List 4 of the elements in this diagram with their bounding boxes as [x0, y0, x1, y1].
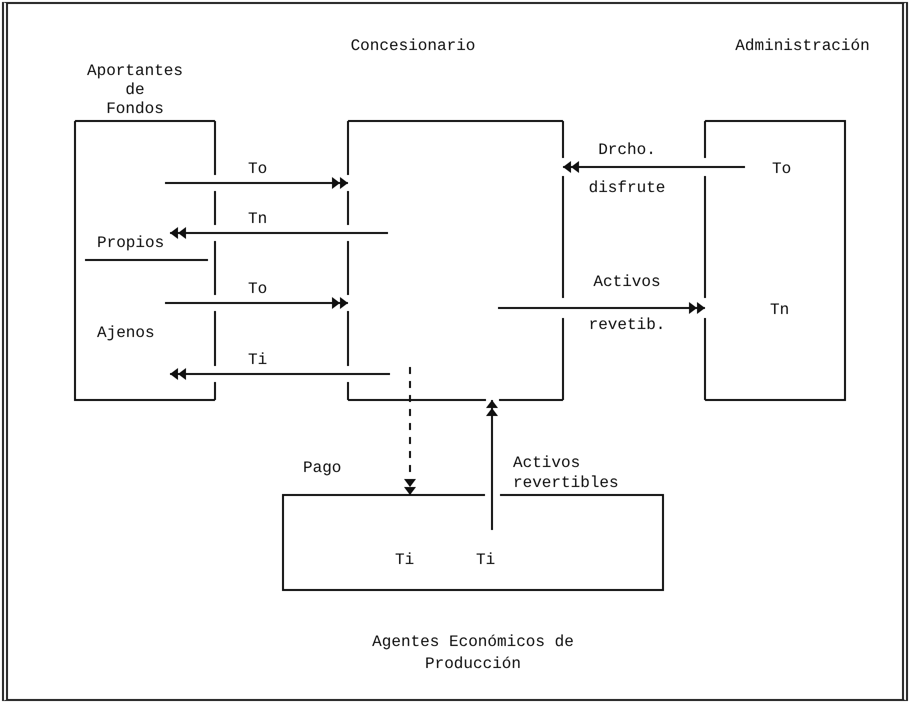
edge-label: Drcho. disfrute	[588, 140, 666, 199]
edge-label: Activos revetib.	[588, 272, 666, 336]
section-label: Propios	[97, 231, 164, 255]
section-label: Ajenos	[97, 321, 155, 345]
